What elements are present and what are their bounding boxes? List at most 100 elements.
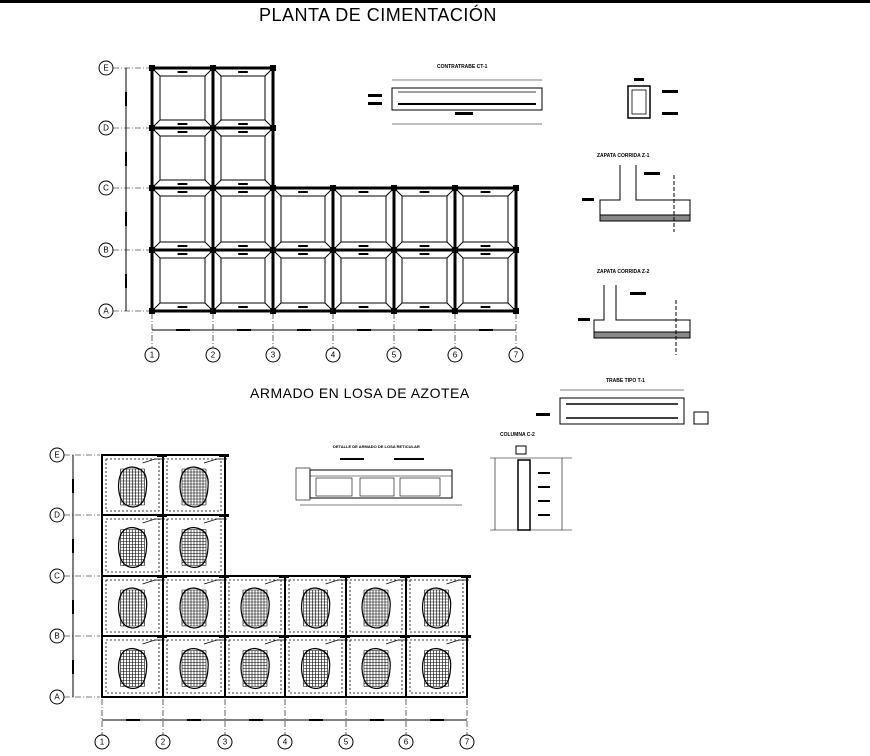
reinforcement-hatch — [240, 587, 270, 629]
reinforcement-hatch — [179, 587, 209, 629]
slab-cell — [284, 635, 350, 698]
reinforcement-hatch — [179, 647, 209, 690]
note-text — [461, 635, 471, 638]
column-node — [149, 247, 155, 253]
foundation-cell — [150, 248, 215, 313]
axis-number-6: 6 — [398, 734, 414, 750]
slab-cell — [224, 575, 289, 637]
axis-number-3: 3 — [265, 347, 281, 363]
roof-slab-title: ARMADO EN LOSA DE AZOTEA — [250, 385, 470, 401]
foundation-cell — [150, 66, 215, 130]
column-node — [452, 185, 458, 191]
slab-cell — [284, 575, 350, 637]
axis-number-5-label: 5 — [344, 738, 349, 747]
reinforcement-hatch — [117, 587, 148, 629]
losa-detail — [295, 458, 462, 506]
axis-number-6: 6 — [447, 347, 463, 363]
axis-number-1: 1 — [94, 734, 110, 750]
column-node — [330, 185, 336, 191]
slab-cell — [101, 454, 167, 516]
column-node — [270, 125, 276, 131]
column-node — [391, 185, 397, 191]
columna-detail — [490, 445, 572, 531]
axis-letter-e-label: E — [54, 451, 59, 460]
axis-letter-e-label: E — [103, 64, 108, 73]
axis-letter-c: C — [98, 180, 114, 196]
reinforcement-hatch — [421, 647, 452, 690]
column-node — [330, 247, 336, 253]
axis-number-4-label: 4 — [331, 351, 336, 360]
leader-line — [203, 458, 227, 464]
slab-cell — [162, 454, 229, 516]
reinforcement-hatch — [361, 647, 391, 690]
axis-letter-c: C — [49, 568, 65, 584]
axis-letter-d-label: D — [54, 511, 60, 520]
axis-number-1: 1 — [144, 347, 160, 363]
axis-number-6-label: 6 — [404, 738, 409, 747]
reinforcement-hatch — [300, 587, 331, 629]
foundation-cell — [211, 126, 275, 190]
leader-line — [264, 639, 287, 645]
leader-line — [446, 639, 469, 645]
axis-number-5: 5 — [386, 347, 402, 363]
top-border-line — [0, 0, 870, 3]
leader-line — [142, 458, 165, 464]
foundation-cell — [453, 186, 518, 252]
axis-number-1-label: 1 — [150, 351, 155, 360]
slab-cell — [162, 635, 229, 698]
axis-letter-c-label: C — [103, 184, 109, 193]
reinforcement-hatch — [300, 647, 331, 690]
column-node — [210, 125, 216, 131]
leader-line — [142, 579, 165, 585]
reinforcement-hatch — [421, 587, 452, 629]
foundation-cell — [271, 248, 335, 313]
slab-cell — [405, 635, 471, 698]
reinforcement-hatch — [361, 587, 391, 629]
axis-number-2: 2 — [155, 734, 171, 750]
column-node — [391, 308, 397, 314]
foundation-cell — [211, 186, 275, 252]
reinforcement-hatch — [117, 526, 148, 569]
slab-cell — [162, 514, 229, 577]
axis-letter-c-label: C — [54, 572, 60, 581]
reinforcement-hatch — [240, 647, 270, 690]
axis-letter-b-label: B — [54, 632, 59, 641]
axis-letter-a: A — [49, 689, 65, 705]
axis-number-2-label: 2 — [211, 351, 216, 360]
column-node — [330, 308, 336, 314]
axis-number-7-label: 7 — [465, 738, 470, 747]
axis-letter-d-label: D — [103, 124, 109, 133]
leader-line — [446, 579, 469, 585]
axis-letter-e: E — [98, 60, 114, 76]
column-node — [149, 308, 155, 314]
axis-number-1-label: 1 — [100, 738, 105, 747]
zapata-1-detail — [582, 165, 691, 232]
column-node — [270, 185, 276, 191]
slab-cell — [345, 575, 410, 637]
column-node — [210, 247, 216, 253]
axis-number-4: 4 — [325, 347, 341, 363]
column-node — [149, 185, 155, 191]
zapata-2-label: ZAPATA CORRIDA Z-2 — [597, 269, 650, 275]
axis-letter-a-label: A — [54, 693, 60, 702]
axis-number-7: 7 — [459, 734, 475, 750]
leader-line — [203, 579, 227, 585]
leader-line — [142, 639, 165, 645]
reinforcement-hatch — [179, 526, 209, 569]
foundation-cell — [453, 248, 518, 313]
column-node — [270, 65, 276, 71]
axis-letter-b-label: B — [103, 246, 108, 255]
leader-line — [325, 579, 348, 585]
slab-cell — [101, 635, 167, 698]
column-node — [270, 247, 276, 253]
foundation-cell — [392, 248, 457, 313]
leader-line — [325, 639, 348, 645]
losa-detail-label: DETALLE DE ARMADO DE LOSA RETICULAR — [333, 444, 420, 449]
axis-letter-d: D — [98, 120, 114, 136]
column-node — [210, 308, 216, 314]
column-section-detail — [627, 78, 678, 119]
reinforcement-hatch — [117, 647, 148, 690]
foundation-cell — [331, 186, 396, 252]
contratrabe-detail — [368, 79, 543, 125]
contratrabe-label: CONTRATRABE CT-1 — [437, 64, 488, 70]
